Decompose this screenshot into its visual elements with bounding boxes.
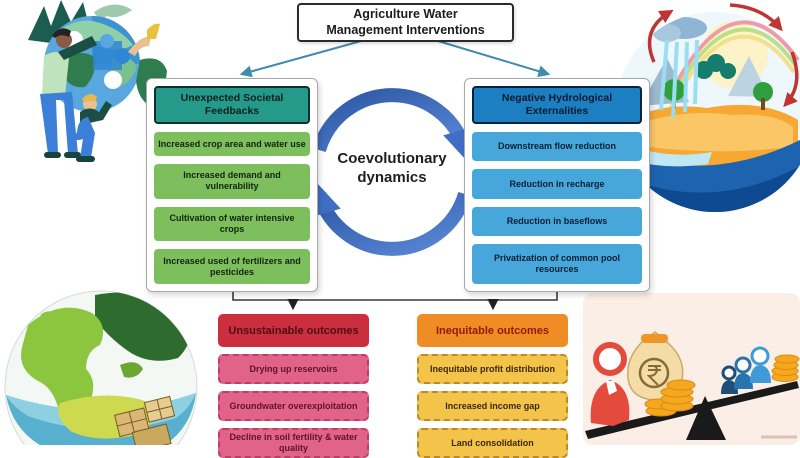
feedback-item: Cultivation of water intensive crops (154, 206, 310, 242)
wealth-inequality-seesaw-illustration (583, 293, 800, 445)
inequitable-outcomes-header: Inequitable outcomes (417, 314, 568, 347)
societal-feedbacks-header: Unexpected Societal Feedbacks (154, 86, 310, 124)
feedback-item: Increased demand and vulnerability (154, 163, 310, 199)
feedback-item: Increased crop area and water use (154, 132, 310, 156)
externality-item: Reduction in recharge (472, 169, 642, 199)
hydrological-externalities-panel: Negative Hydrological Externalities Down… (464, 78, 650, 292)
outcome-item: Decline in soil fertility & water qualit… (218, 428, 369, 458)
unsustainable-outcomes-header: Unsustainable outcomes (218, 314, 369, 347)
coevolution-label: Coevolutionary dynamics (312, 150, 472, 188)
coevolution-label-line1: Coevolutionary (337, 150, 447, 167)
societal-feedbacks-panel: Unexpected Societal Feedbacks Increased … (146, 78, 318, 292)
feedback-item: Increased used of fertilizers and pestic… (154, 249, 310, 285)
diagram-title-line2: Management Interventions (326, 22, 485, 37)
externality-item: Downstream flow reduction (472, 132, 642, 162)
water-cycle-globe-illustration (615, 3, 800, 212)
inequitable-outcomes-column: Inequitable outcomes Inequitable profit … (417, 314, 568, 458)
earth-globe-illustration (4, 290, 198, 445)
externality-item: Reduction in baseflows (472, 206, 642, 236)
outcome-item: Increased income gap (417, 391, 568, 421)
externality-item: Privatization of common pool resources (472, 243, 642, 284)
outcome-item: Land consolidation (417, 428, 568, 458)
outcome-item: Inequitable profit distribution (417, 354, 568, 384)
people-puzzle-globe-illustration (28, 0, 167, 162)
outcome-item: Groundwater overexploitation (218, 391, 369, 421)
diagram-title-line1: Agriculture Water (353, 6, 458, 21)
unsustainable-outcomes-column: Unsustainable outcomes Drying up reservo… (218, 314, 369, 458)
diagram-title: Agriculture Water Management Interventio… (297, 3, 514, 42)
hydrological-externalities-header: Negative Hydrological Externalities (472, 86, 642, 124)
coevolution-label-line2: dynamics (357, 168, 427, 186)
outcome-item: Drying up reservoirs (218, 354, 369, 384)
